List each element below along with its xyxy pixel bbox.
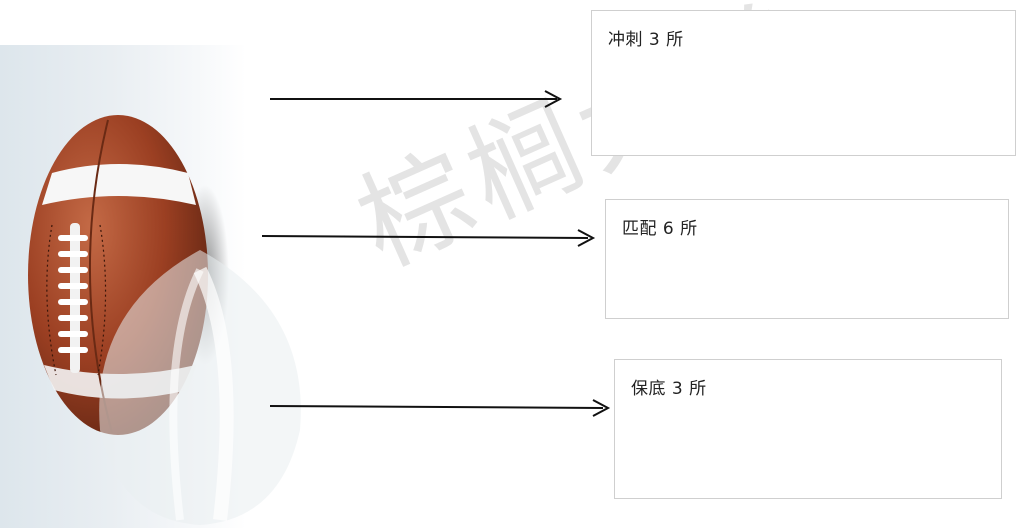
arrow-1 [270,90,563,108]
box-reach: 冲刺 3 所 [591,10,1016,156]
box-label: 保底 3 所 [631,379,707,399]
box-label: 冲刺 3 所 [608,30,684,50]
box-label: 匹配 6 所 [622,219,698,239]
box-safety: 保底 3 所 [614,359,1002,499]
arrow-3 [269,399,611,417]
box-match: 匹配 6 所 [605,199,1009,319]
arrow-2 [261,229,596,247]
